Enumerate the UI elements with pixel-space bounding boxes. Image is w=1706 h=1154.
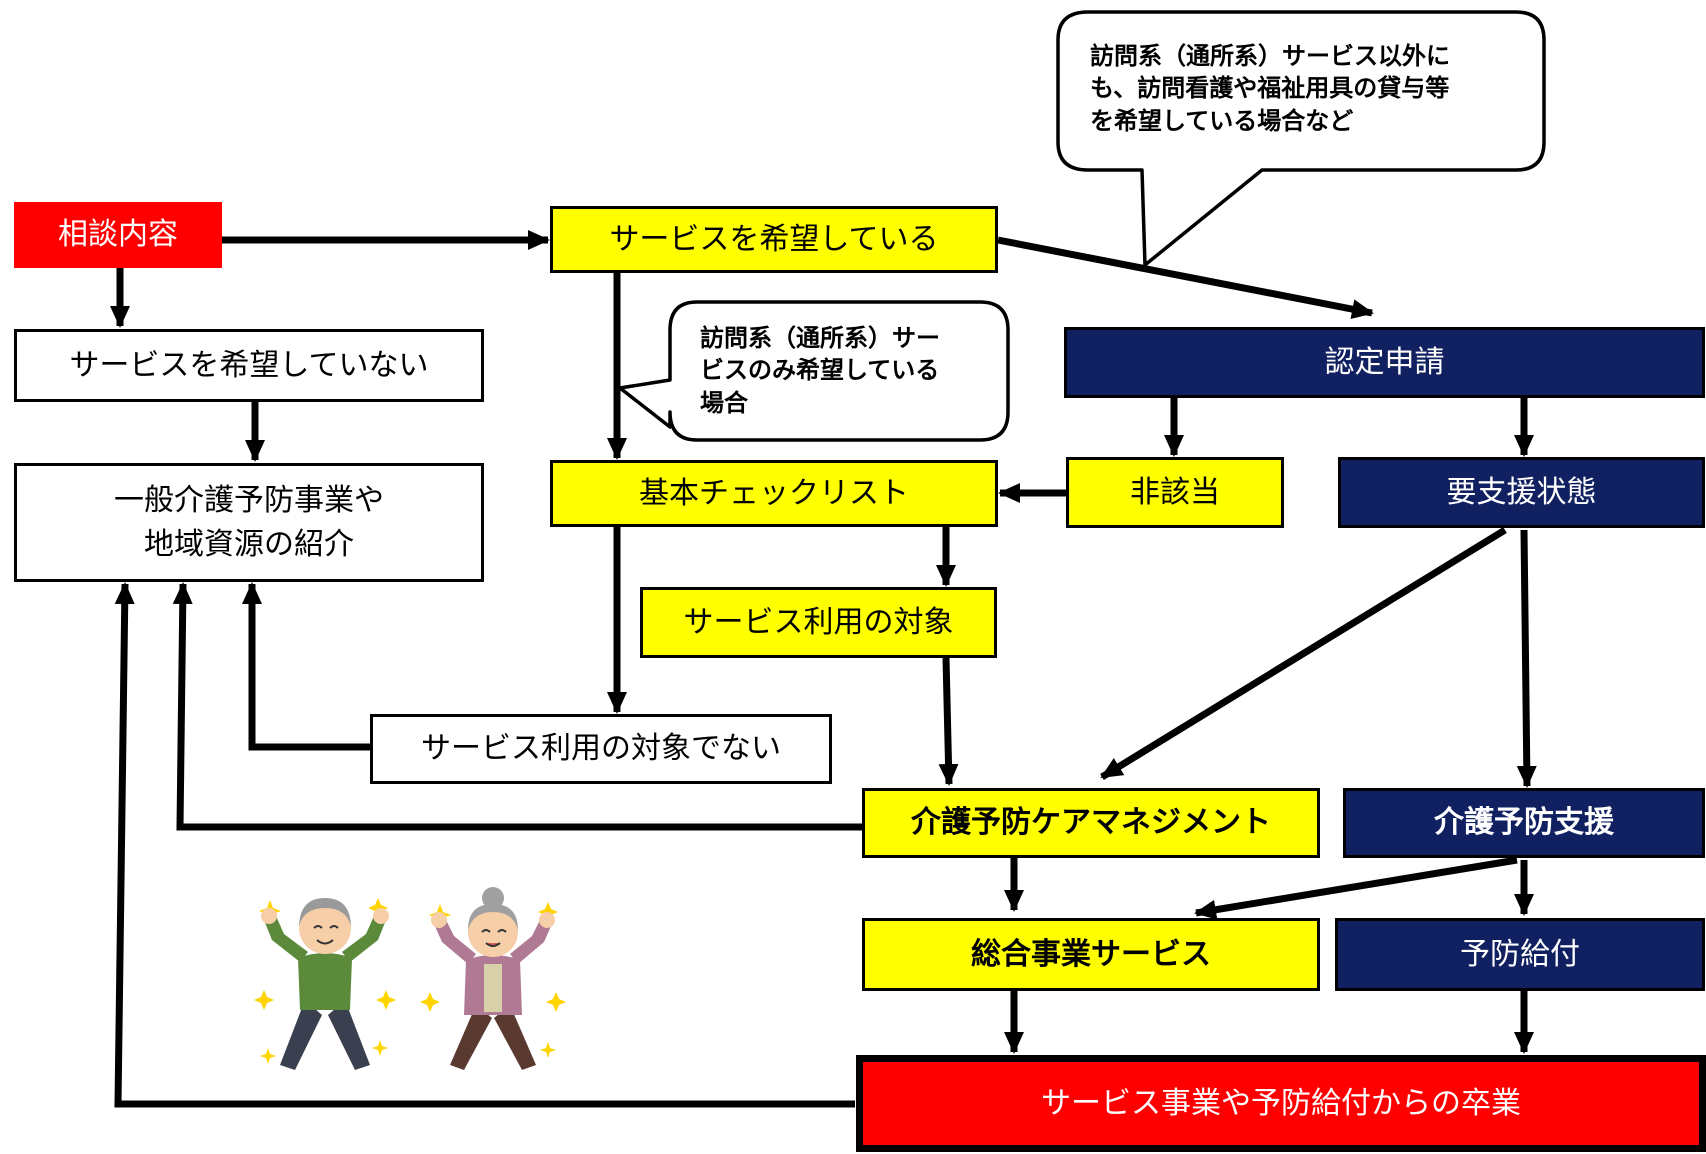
node-checklist: 基本チェックリスト (550, 460, 998, 527)
callout-top-line2: も、訪問看護や福祉用具の貸与等 (1090, 74, 1450, 103)
callout-middle-line1: 訪問系（通所系）サー (700, 324, 940, 352)
arrow-support-to-prevsupport (1516, 529, 1537, 788)
callout-top-shape (1056, 10, 1546, 267)
arrow-support-to-caremgmt (1100, 527, 1507, 780)
node-certification: 認定申請 (1064, 327, 1705, 398)
node-service-target: サービス利用の対象 (640, 587, 997, 658)
callout-top-text: 訪問系（通所系）サービス以外に も、訪問看護や福祉用具の貸与等 を希望している場… (1090, 40, 1450, 137)
elderly-man-cheering-icon (254, 898, 396, 1070)
node-general-prevention-line2: 地域資源の紹介 (144, 526, 354, 562)
callout-middle-text: 訪問系（通所系）サー ビスのみ希望している 場合 (700, 322, 940, 419)
node-general-prevention: 一般介護予防事業や 地域資源の紹介 (14, 463, 484, 582)
arrow-graduation-to-general (114, 582, 855, 1108)
callout-middle-line3: 場合 (700, 388, 748, 417)
node-care-management: 介護予防ケアマネジメント (862, 788, 1320, 858)
arrow-target-to-caremgmt (938, 657, 959, 786)
callout-top-line1: 訪問系（通所系）サービス以外に (1090, 42, 1450, 70)
node-support-needed: 要支援状態 (1338, 457, 1705, 528)
arrow-prevsupport-to-general-service (1194, 856, 1518, 920)
callout-middle-shape (618, 300, 1010, 442)
node-prevention-support: 介護予防支援 (1343, 788, 1705, 858)
node-consult: 相談内容 (14, 202, 222, 268)
node-no-service: サービスを希望していない (14, 329, 484, 402)
elderly-woman-cheering-icon (420, 887, 566, 1070)
node-prevention-benefit: 予防給付 (1335, 918, 1705, 991)
node-wants-service: サービスを希望している (550, 206, 998, 273)
node-not-target: サービス利用の対象でない (370, 714, 832, 784)
arrow-nottarget-to-general (242, 582, 370, 751)
callout-top-line3: を希望している場合など (1090, 106, 1354, 135)
arrow-caremgmt-to-general (172, 582, 862, 831)
node-not-applicable: 非該当 (1066, 457, 1284, 528)
node-graduation: サービス事業や予防給付からの卒業 (856, 1055, 1706, 1152)
arrow-wants-to-certification (997, 236, 1374, 319)
node-general-prevention-line1: 一般介護予防事業や (114, 483, 384, 518)
callout-middle-line2: ビスのみ希望している (700, 356, 940, 385)
node-general-service: 総合事業サービス (862, 918, 1320, 991)
